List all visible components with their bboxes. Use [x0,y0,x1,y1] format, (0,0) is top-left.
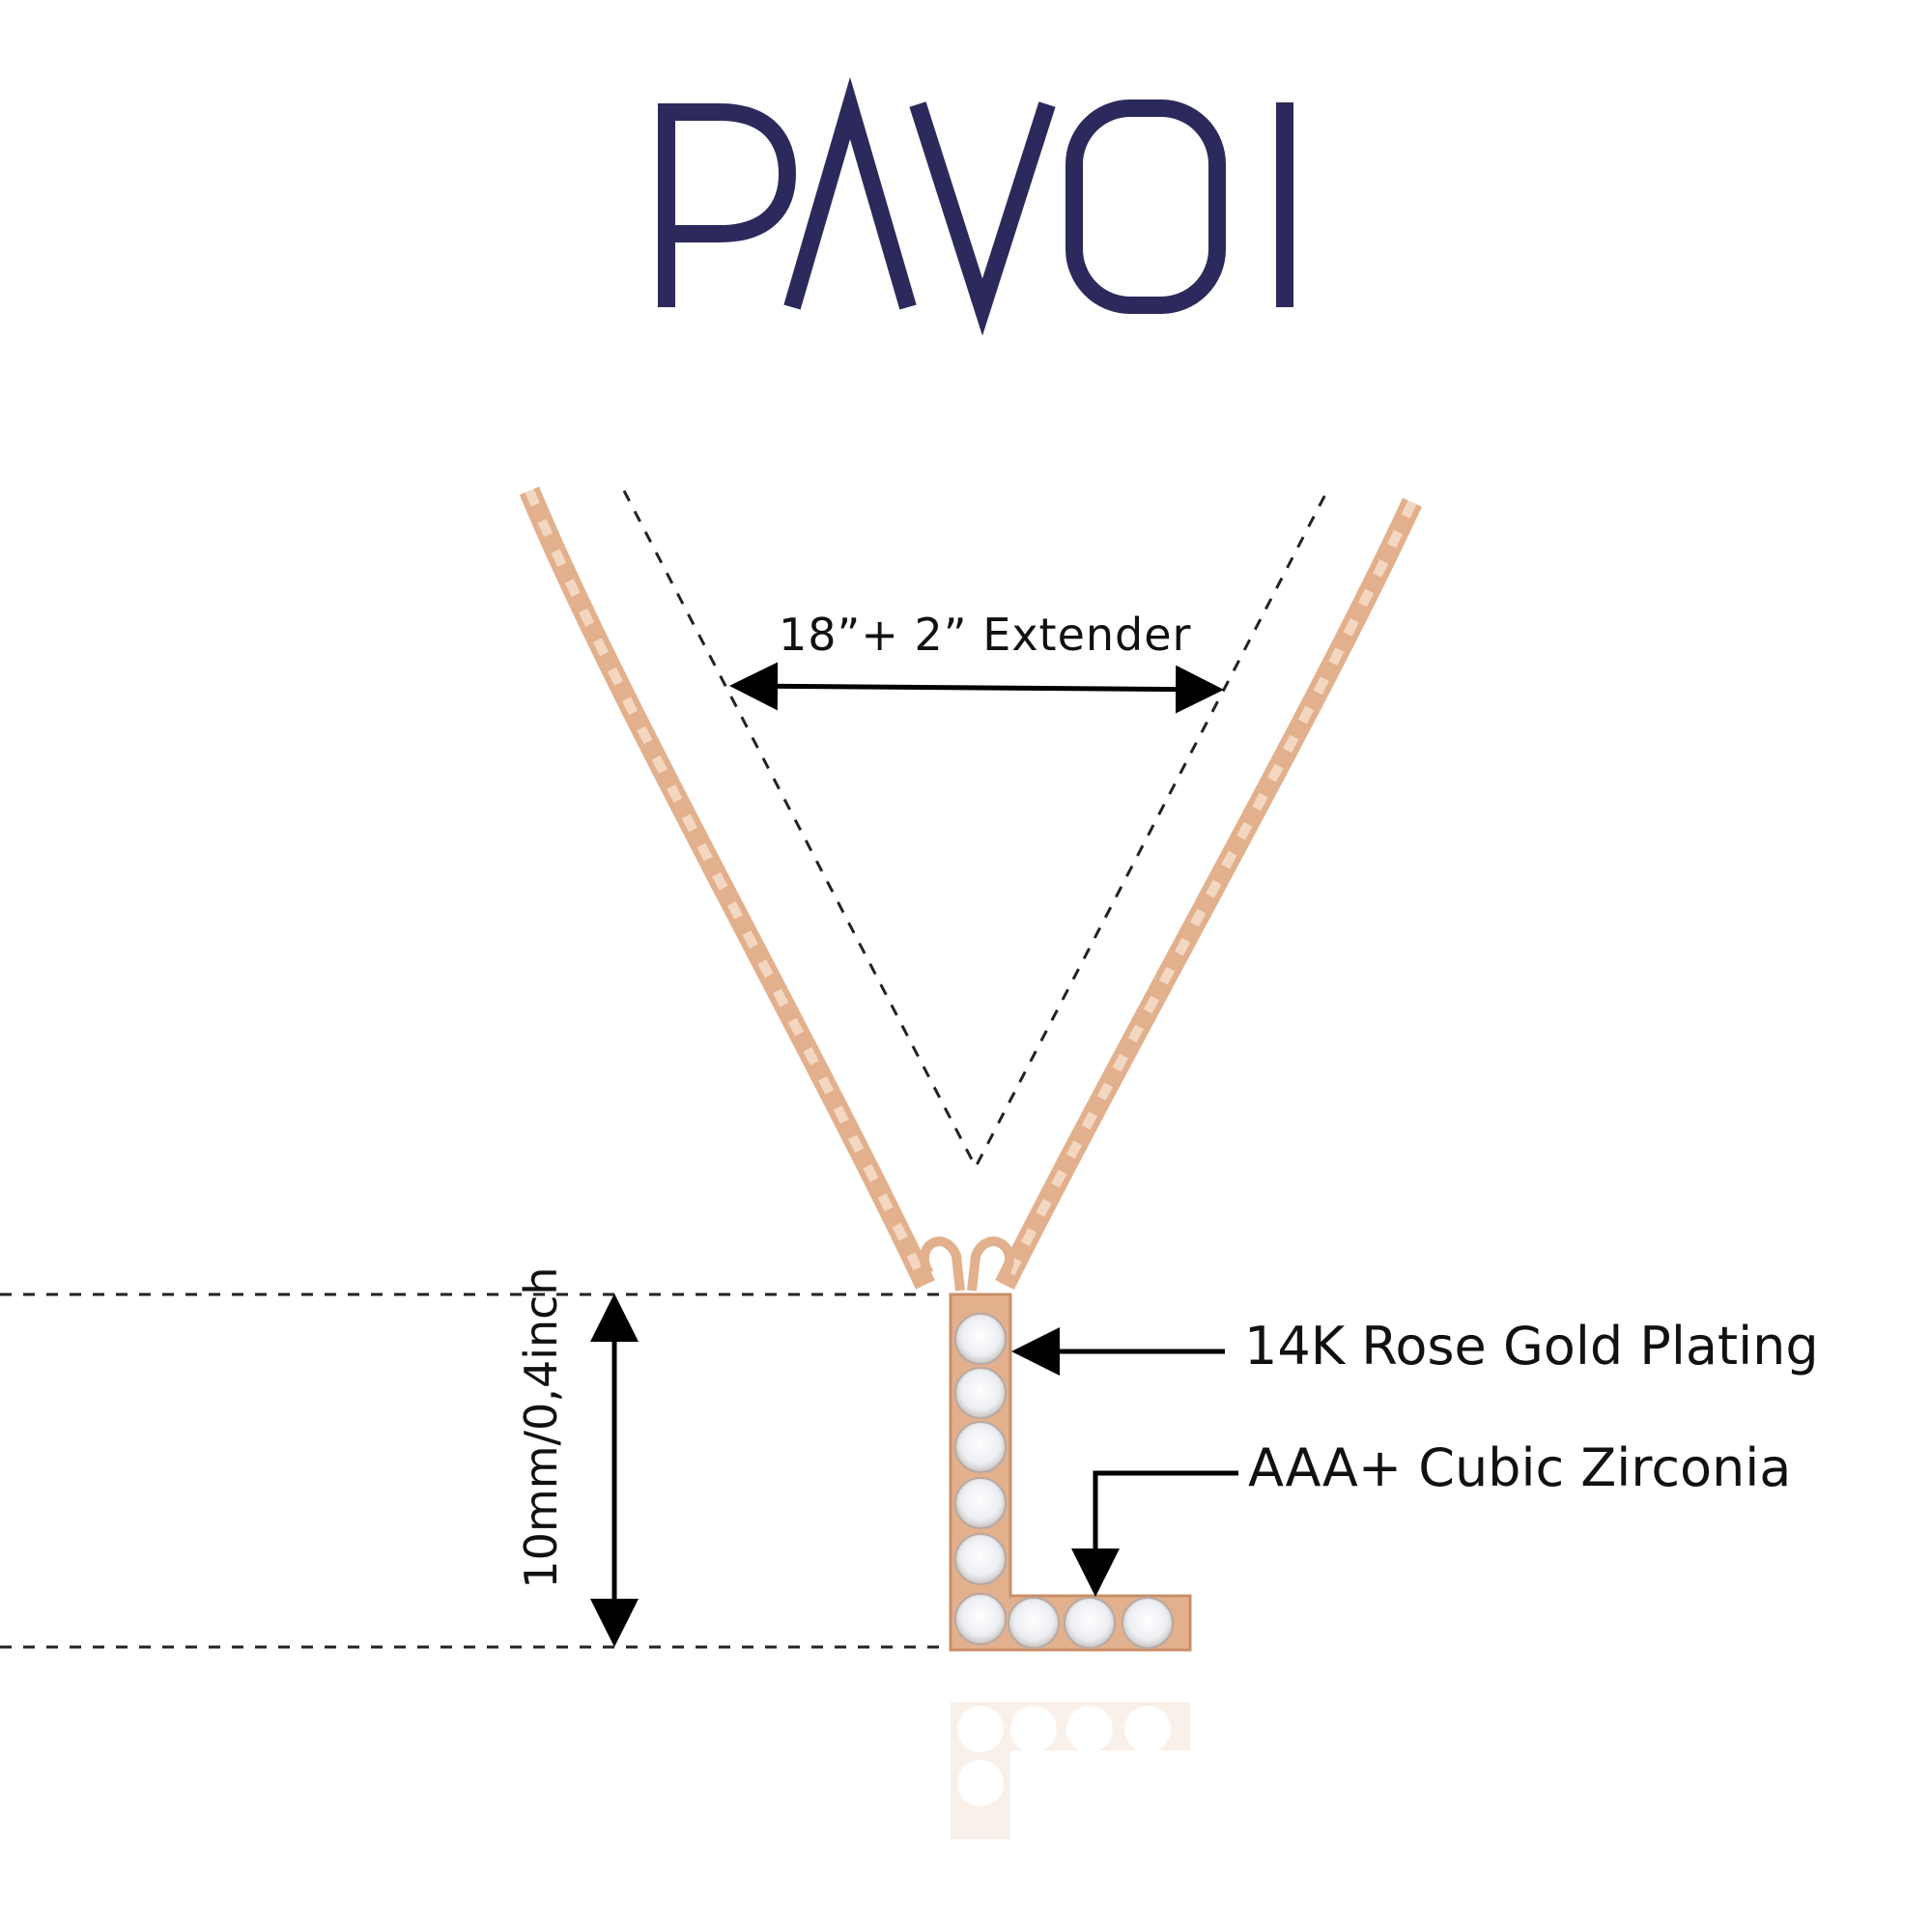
zirconia-label: AAA+ Cubic Zirconia [1248,1437,1792,1498]
extender-guide [622,490,1329,1171]
plating-label: 14K Rose Gold Plating [1244,1316,1819,1377]
logo-letter-v [909,101,1056,336]
chain-length-label: 18”+ 2” Extender [779,609,1192,661]
pavoi-logo [658,76,1293,336]
height-guides [0,1293,947,1649]
logo-letter-a [783,76,917,310]
pendant-reflection [951,1702,1190,1839]
pendant-body [949,1293,1192,1652]
logo-letter-o [1065,99,1226,314]
pendant-height-label: 10mm/0,4inch [515,1266,567,1589]
pendant-letter-l [949,1293,1192,1652]
extender-arrow [729,662,1224,714]
zirconia-arrow [1071,1470,1238,1597]
logo-letter-p [658,103,797,307]
zirconia-stones [954,1313,1174,1649]
necklace-chain [519,486,1422,1292]
